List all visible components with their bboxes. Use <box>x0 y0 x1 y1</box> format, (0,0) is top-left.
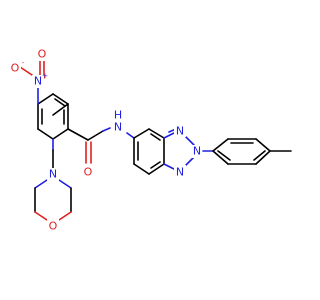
nitrophenyl-ring <box>37 93 69 140</box>
structure-svg: N + O - O O N H N O <box>9 48 292 233</box>
nitro-plus-charge: + <box>42 72 48 80</box>
amide-group: O N H <box>67 109 135 179</box>
amide-hydrogen-label: H <box>114 109 122 122</box>
amide-nitrogen-label: N <box>114 121 122 134</box>
molecule-diagram: N + O - O O N H N O <box>9 48 292 233</box>
tolyl-ring <box>202 138 292 165</box>
triazole-ring: N N N <box>163 124 203 179</box>
morpholine-oxygen-label: O <box>49 220 58 233</box>
amide-oxygen-label: O <box>84 166 93 179</box>
triazole-nitrogen-3-label: N <box>176 166 184 179</box>
morpholine-nitrogen-label: N <box>49 168 57 181</box>
nitro-nitrogen-label: N <box>34 75 42 88</box>
nitro-group: N + O - O <box>9 48 48 105</box>
triazole-nitrogen-2-label: N <box>193 145 201 158</box>
nitro-minus-charge: - <box>22 59 25 67</box>
triazole-nitrogen-1-label: N <box>176 125 184 138</box>
nitro-oxygen-minus-label: O <box>11 62 20 75</box>
benzotriazole-benzene-ring <box>133 128 165 175</box>
morpholine-ring: N O <box>34 138 72 233</box>
nitro-oxygen-double-label: O <box>38 48 47 61</box>
